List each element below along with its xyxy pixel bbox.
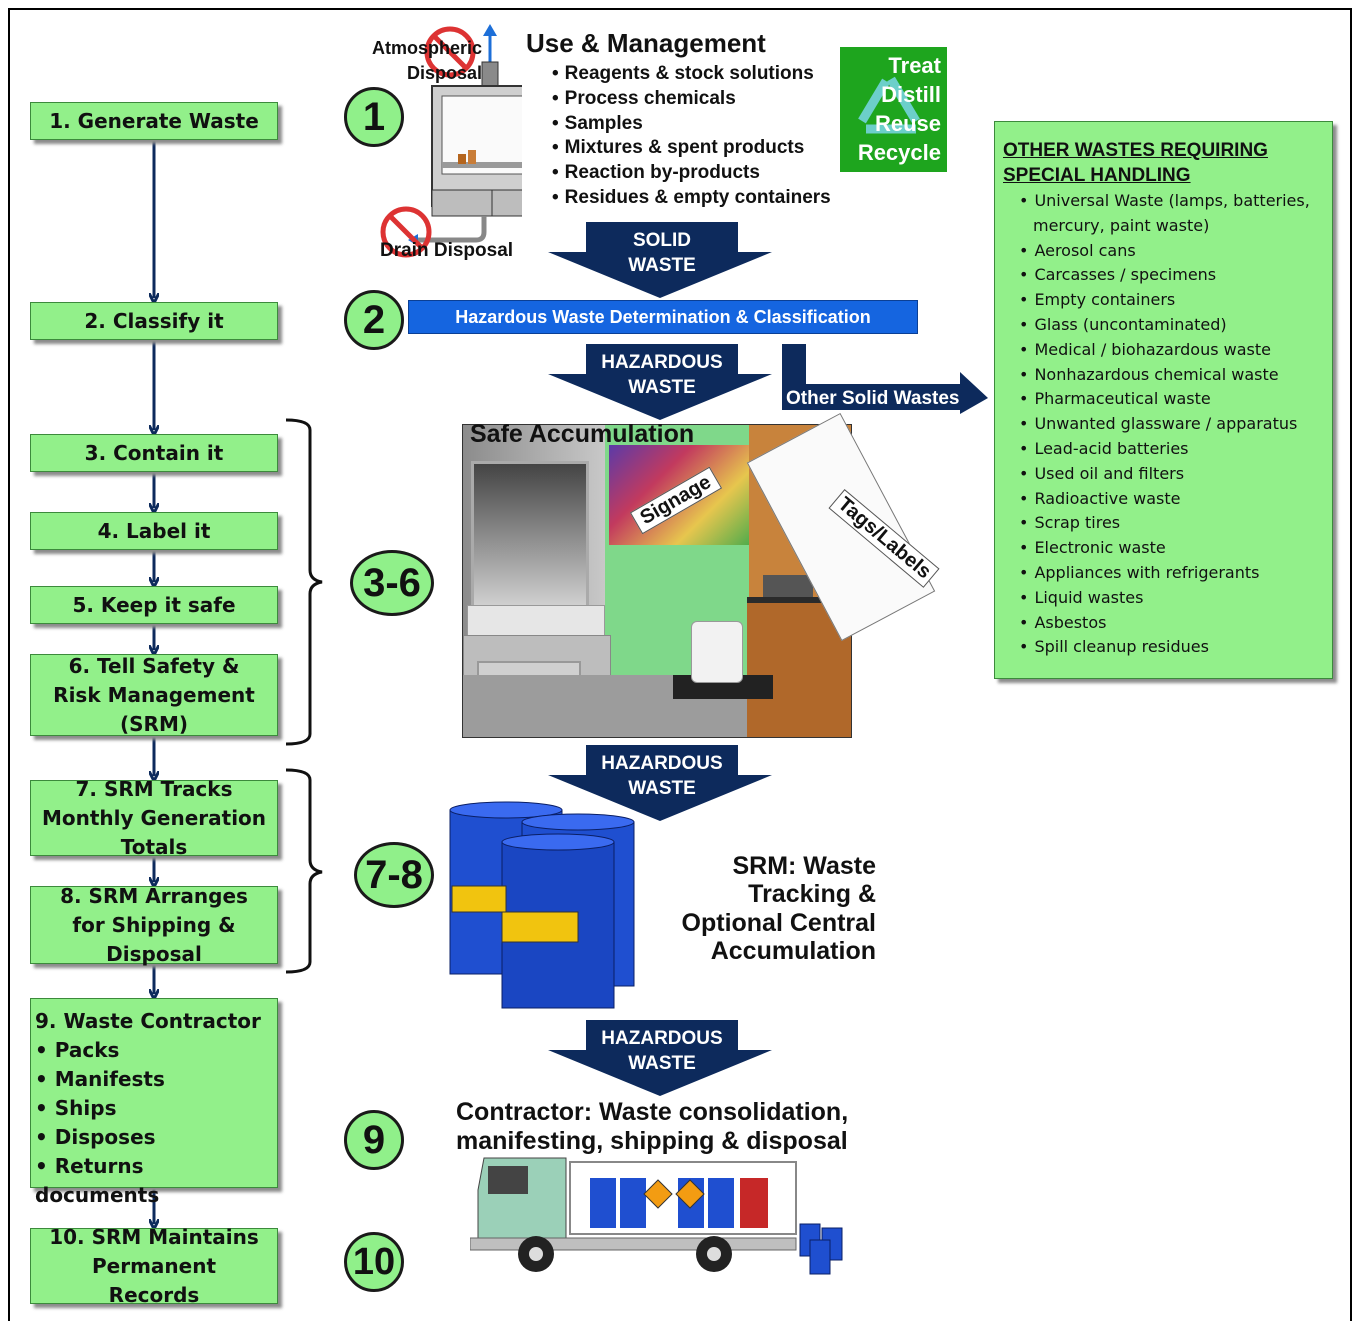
- other-waste-item: Empty containers: [1019, 288, 1331, 313]
- contractor-item: • Disposes: [35, 1125, 156, 1149]
- other-waste-item: Electronic waste: [1019, 536, 1331, 561]
- stage-circle-2: 2: [344, 290, 404, 350]
- other-waste-item: Glass (uncontaminated): [1019, 313, 1331, 338]
- stage-circle-7-8: 7-8: [354, 842, 434, 908]
- other-waste-item: Appliances with refrigerants: [1019, 561, 1331, 586]
- fume-hood-illustration: [380, 24, 522, 258]
- drain-disposal-label: Drain Disposal: [380, 240, 514, 261]
- other-waste-item: Lead-acid batteries: [1019, 437, 1331, 462]
- other-waste-item: Aerosol cans: [1019, 239, 1331, 264]
- use-item: Residues & empty containers: [552, 186, 831, 211]
- arrow-other-solid: [782, 344, 988, 414]
- use-item: Reagents & stock solutions: [552, 62, 831, 87]
- stage-circle-1: 1: [344, 87, 404, 147]
- bracket-7-8: [285, 768, 323, 974]
- contractor-item: • Manifests: [35, 1067, 165, 1091]
- other-waste-item: Liquid wastes: [1019, 586, 1331, 611]
- contractor-item: • Ships: [35, 1096, 117, 1120]
- classification-bar: Hazardous Waste Determination & Classifi…: [408, 300, 918, 334]
- arrow-solid-waste-label: SOLID WASTE: [628, 230, 696, 276]
- step-generate-waste: 1. Generate Waste: [30, 102, 278, 140]
- srm-tracking-text: SRM: Waste Tracking & Optional Central A…: [681, 852, 876, 966]
- contractor-title: 9. Waste Contractor: [35, 1009, 261, 1033]
- atmospheric-disposal-label: Atmospheric Disposal: [371, 38, 482, 83]
- other-wastes-title: OTHER WASTES REQUIRING SPECIAL HANDLING: [1003, 140, 1268, 186]
- other-waste-item: Spill cleanup residues: [1019, 635, 1331, 660]
- use-item: Mixtures & spent products: [552, 136, 831, 161]
- contractor-text: Contractor: Waste consolidation, manifes…: [456, 1098, 849, 1155]
- step-srm-maintains: 10. SRM Maintains Permanent Records: [30, 1225, 278, 1307]
- arrow-hazardous-1-label: HAZARDOUS WASTE: [601, 352, 723, 398]
- step-label: 4. Label it: [30, 512, 278, 550]
- no-drain-icon: [380, 206, 432, 258]
- other-waste-item: Scrap tires: [1019, 511, 1331, 536]
- stage-circle-9: 9: [344, 1110, 404, 1170]
- recycle-word: Distill: [881, 82, 941, 107]
- step-srm-arranges: 8. SRM Arranges for Shipping & Disposal: [30, 884, 278, 966]
- other-waste-item: Medical / biohazardous waste: [1019, 338, 1331, 363]
- stage-circle-10: 10: [344, 1232, 404, 1292]
- no-atmospheric-icon: [424, 26, 476, 78]
- recycle-box: Treat Distill Reuse Recycle: [840, 47, 947, 172]
- contractor-item: • Returns documents: [35, 1154, 160, 1207]
- other-waste-item: Nonhazardous chemical waste: [1019, 363, 1331, 388]
- other-waste-item: Universal Waste (lamps, batteries, mercu…: [1019, 189, 1331, 239]
- left-connectors: [0, 140, 323, 1321]
- arrow-solid-waste: [548, 222, 772, 298]
- use-management-list: Reagents & stock solutions Process chemi…: [552, 62, 831, 211]
- other-waste-item: Unwanted glassware / apparatus: [1019, 412, 1331, 437]
- recycle-icon: [858, 76, 920, 134]
- use-item: Samples: [552, 112, 831, 137]
- arrow-hazardous-2: [548, 745, 772, 821]
- drums-illustration: [449, 801, 635, 1009]
- step-srm-tracks: 7. SRM Tracks Monthly Generation Totals: [30, 777, 278, 859]
- safe-accumulation-title: Safe Accumulation: [470, 420, 695, 448]
- truck-illustration: [470, 1157, 843, 1275]
- stage-circle-3-6: 3-6: [350, 550, 434, 616]
- arrow-other-solid-label: Other Solid Wastes: [786, 388, 960, 409]
- other-waste-item: Used oil and filters: [1019, 462, 1331, 487]
- step-keep-safe: 5. Keep it safe: [30, 586, 278, 624]
- arrow-hazardous-3: [548, 1020, 772, 1096]
- other-waste-item: Carcasses / specimens: [1019, 263, 1331, 288]
- other-wastes-list: Universal Waste (lamps, batteries, mercu…: [1019, 189, 1331, 660]
- arrow-hazardous-1: [548, 344, 772, 420]
- use-item: Reaction by-products: [552, 161, 831, 186]
- recycle-word: Reuse: [874, 111, 941, 136]
- recycle-word: Recycle: [857, 140, 941, 165]
- use-item: Process chemicals: [552, 87, 831, 112]
- use-management-title: Use & Management: [526, 28, 766, 58]
- recycle-word: Treat: [888, 53, 941, 78]
- step-contain: 3. Contain it: [30, 434, 278, 472]
- step-classify: 2. Classify it: [30, 302, 278, 340]
- contractor-item: • Packs: [35, 1038, 120, 1062]
- other-waste-item: Pharmaceutical waste: [1019, 387, 1331, 412]
- step-tell-srm: 6. Tell Safety & Risk Management (SRM): [30, 654, 278, 736]
- diagram-frame: [8, 8, 1352, 1321]
- arrow-hazardous-2-label: HAZARDOUS WASTE: [601, 753, 723, 799]
- other-waste-item: Radioactive waste: [1019, 487, 1331, 512]
- step-waste-contractor: 9. Waste Contractor • Packs • Manifests …: [30, 998, 278, 1207]
- other-waste-item: Asbestos: [1019, 611, 1331, 636]
- arrow-hazardous-3-label: HAZARDOUS WASTE: [601, 1028, 723, 1074]
- bracket-3-6: [285, 418, 323, 746]
- other-wastes-panel: OTHER WASTES REQUIRING SPECIAL HANDLING …: [994, 121, 1333, 679]
